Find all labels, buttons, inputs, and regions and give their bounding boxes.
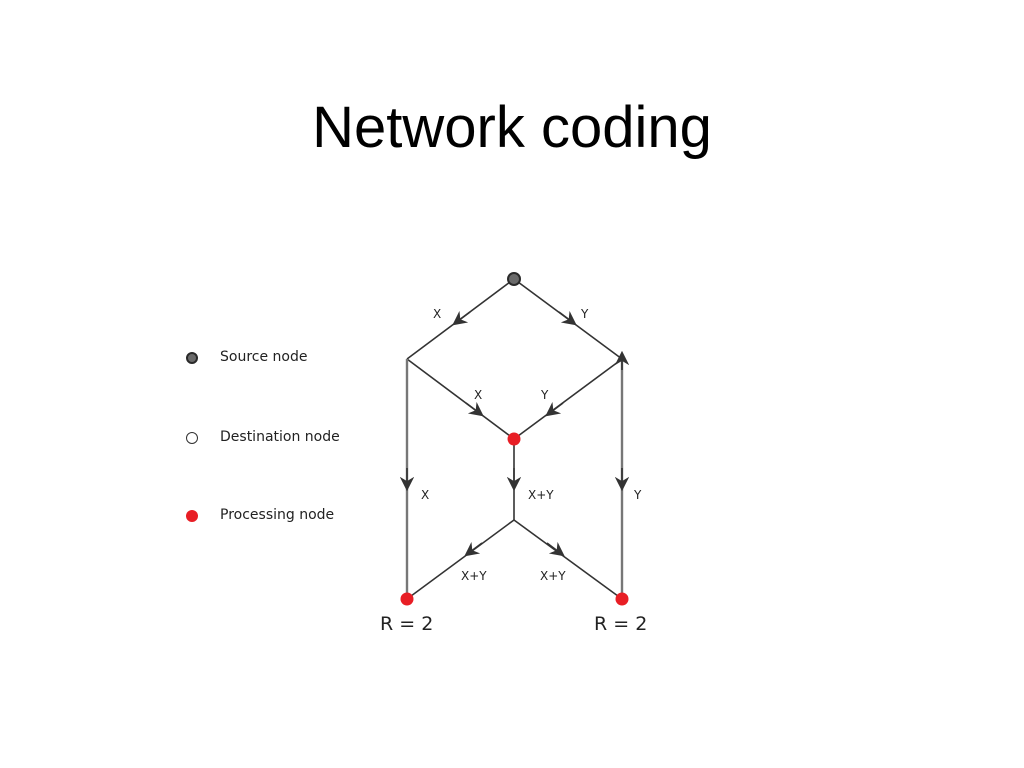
arrowheads bbox=[399, 310, 630, 557]
label-right-down: Y bbox=[633, 488, 642, 502]
processing-node-center bbox=[507, 432, 521, 446]
source-node-icon bbox=[186, 352, 198, 364]
arrow-right-to-center bbox=[545, 401, 564, 417]
edge-split-left bbox=[406, 519, 515, 600]
legend-processing-label: Processing node bbox=[220, 507, 335, 523]
arrow-split-right bbox=[546, 541, 565, 557]
label-split-right: X+Y bbox=[540, 569, 566, 583]
receiver-node-right bbox=[615, 592, 629, 606]
processing-node-icon bbox=[186, 510, 198, 522]
label-src-right: Y bbox=[580, 307, 589, 321]
source-node bbox=[507, 272, 521, 286]
label-src-left: X bbox=[433, 307, 441, 321]
label-right-mid: Y bbox=[540, 388, 549, 402]
edge-left-to-center bbox=[406, 358, 515, 440]
receiver-label-right: R = 2 bbox=[594, 613, 647, 635]
receiver-node-left bbox=[400, 592, 414, 606]
arrow-left-to-center bbox=[465, 401, 484, 417]
edge-right-to-center bbox=[513, 358, 623, 440]
destination-node-icon bbox=[186, 432, 198, 444]
edge-labels: X Y X Y X X+Y Y X+Y X+Y bbox=[421, 307, 642, 583]
arrow-split-left bbox=[464, 541, 483, 557]
slide-title: Network coding bbox=[312, 95, 712, 160]
edge-split-right bbox=[513, 519, 623, 600]
label-left-mid: X bbox=[474, 388, 482, 402]
label-center-down: X+Y bbox=[528, 488, 554, 502]
arrow-source-left bbox=[452, 310, 471, 326]
label-left-down: X bbox=[421, 488, 429, 502]
receiver-labels: R = 2 R = 2 bbox=[380, 613, 647, 635]
arrow-source-right bbox=[558, 310, 577, 326]
legend-destination-label: Destination node bbox=[220, 429, 340, 445]
receiver-label-left: R = 2 bbox=[380, 613, 433, 635]
label-split-left: X+Y bbox=[461, 569, 487, 583]
legend-source-label: Source node bbox=[220, 349, 308, 365]
